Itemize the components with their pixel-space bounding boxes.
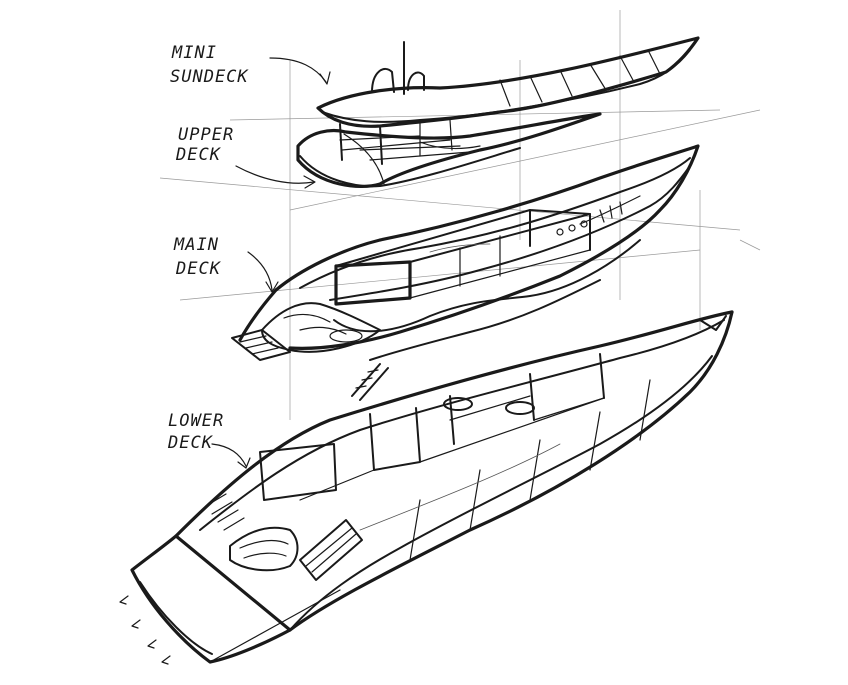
label-main: MAIN [173,235,219,255]
main-deck-leader-arrow [247,251,273,291]
label-sundeck: SUNDECK [170,67,249,87]
label-upper: UPPER [178,125,234,145]
label-upper-deck: DECK [175,145,222,165]
upper-deck-leader-arrow [235,165,315,184]
upper-deck-drawing [296,112,602,188]
deck-labels: MINI SUNDECK UPPER DECK MAIN DECK LOWER … [167,43,249,453]
lower-deck-drawing [119,310,734,665]
label-lower-deck: DECK [167,433,214,453]
label-mini: MINI [171,43,217,63]
leader-arrows [211,57,331,469]
label-main-deck: DECK [175,259,222,279]
label-lower: LOWER [168,411,224,431]
sundeck-leader-arrow [269,57,327,83]
lower-deck-leader-arrow [211,443,247,467]
main-deck-drawing [231,144,700,401]
construction-guides [159,10,761,420]
